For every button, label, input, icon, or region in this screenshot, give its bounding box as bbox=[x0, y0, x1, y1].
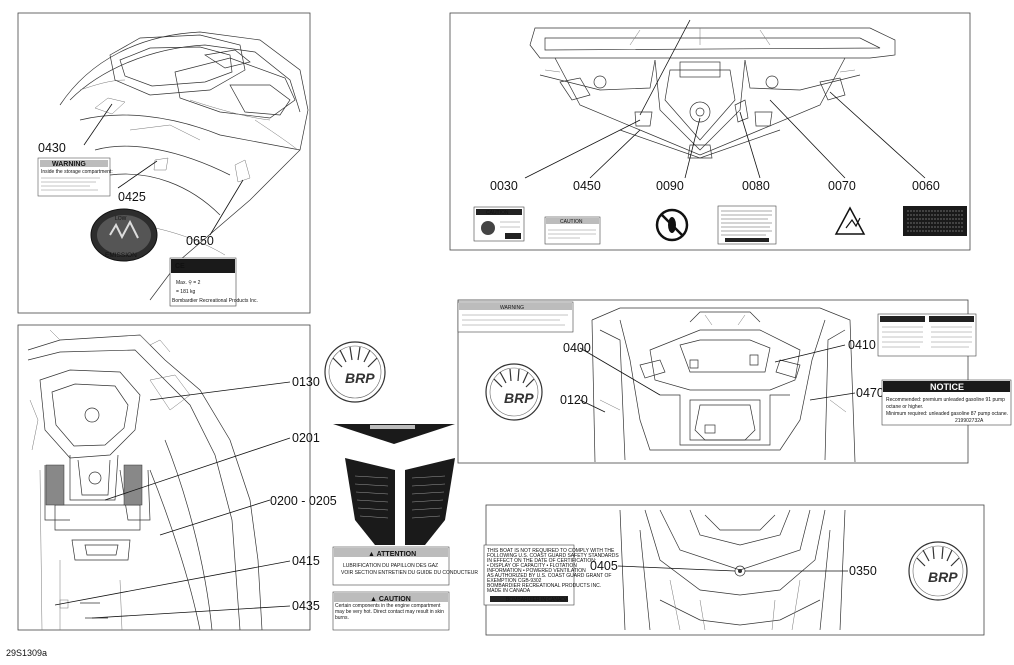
figure-id: 29S1309a bbox=[6, 648, 48, 658]
callout-0435: 0435 bbox=[292, 599, 320, 613]
caution-decal-large: ▲ CAUTION Certain components in the engi… bbox=[332, 591, 450, 631]
watercraft-rear-view-drawing bbox=[529, 27, 896, 159]
callout-0201: 0201 bbox=[292, 431, 320, 445]
warning-storage-text: Inside the storage compartment: bbox=[41, 169, 113, 175]
attention-subtext: VOIR SECTION ENTRETIEN DU GUIDE DU CONDU… bbox=[341, 570, 478, 576]
callout-0425: 0425 bbox=[118, 190, 146, 204]
caution-decal-small: CAUTION bbox=[473, 206, 525, 242]
coast-guard-line-4: • DISPLAY OF CAPACITY • FLOTATION bbox=[487, 563, 577, 569]
callout-0405: 0405 bbox=[590, 559, 618, 573]
specification-decal-dark bbox=[903, 206, 967, 236]
emission-logo-top: LOW bbox=[115, 216, 127, 222]
callout-0200-0205: 0200 - 0205 bbox=[270, 494, 337, 508]
warning-decal-triangle-top bbox=[333, 424, 455, 444]
warning-decal-long: WARNING bbox=[457, 301, 574, 333]
caution-decal-hot: CAUTION bbox=[544, 216, 601, 245]
ce-max-load: = 181 kg bbox=[176, 289, 196, 295]
coast-guard-line-7: EXEMPTION CGB-9302 bbox=[487, 578, 542, 584]
brp-logo-text-3: BRP bbox=[928, 569, 958, 585]
caution-large-title: ▲ CAUTION bbox=[370, 596, 411, 603]
warning-title: WARNING bbox=[52, 161, 86, 168]
us-coast-guard-decal: THIS BOAT IS NOT REQUIRED TO COMPLY WITH… bbox=[483, 544, 619, 606]
caution-decal-small-title: CAUTION bbox=[486, 210, 509, 216]
callout-0410: 0410 bbox=[848, 338, 876, 352]
callout-0030: 0030 bbox=[490, 179, 518, 193]
coast-guard-line-5: INFORMATION • POWERED VENTILATION bbox=[487, 568, 586, 574]
ce-footer: Bombardier Recreational Products Inc. bbox=[172, 298, 258, 304]
brp-logo-decal-3: BRP bbox=[908, 541, 968, 601]
svg-text:Max. ⚲ = 2: Max. ⚲ = 2 bbox=[176, 280, 201, 286]
warning-decal-side-left bbox=[345, 458, 395, 545]
panel-top-left: 0430 0425 0650 WARNING Inside the storag… bbox=[17, 12, 311, 314]
callout-0090: 0090 bbox=[656, 179, 684, 193]
panel-bottom-left: 0130 0201 0200 - 0205 0415 0435 bbox=[17, 324, 337, 631]
callout-0415: 0415 bbox=[292, 554, 320, 568]
attention-text: LUBRIFICATION DU PAPILLON DES GAZ bbox=[343, 563, 438, 569]
callout-0350: 0350 bbox=[849, 564, 877, 578]
brp-logo-decal-1: BRP bbox=[324, 341, 386, 403]
panel-top-right: 0030 0450 0090 0080 0070 0060 CAUTION CA… bbox=[449, 12, 971, 251]
callout-0130: 0130 bbox=[292, 375, 320, 389]
ce-capacity-decal: CE Max. ⚲ = 2 = 181 kg Bombardier Recrea… bbox=[169, 257, 258, 307]
callout-0650: 0650 bbox=[186, 234, 214, 248]
coast-guard-line-3: IN EFFECT ON THE DATE OF CERTIFICATION: bbox=[487, 558, 596, 564]
attention-decal: ▲ ATTENTION LUBRIFICATION DU PAPILLON DE… bbox=[332, 546, 478, 586]
attention-title-text: ATTENTION bbox=[377, 551, 417, 558]
callout-0450: 0450 bbox=[573, 179, 601, 193]
coast-guard-line-8: BOMBARDIER RECREATIONAL PRODUCTS INC. bbox=[487, 583, 601, 589]
ce-mark: CE bbox=[175, 263, 185, 270]
callout-0080: 0080 bbox=[742, 179, 770, 193]
low-emission-logo: LOW EMISSION bbox=[90, 208, 158, 262]
callout-0470: 0470 bbox=[856, 386, 884, 400]
notice-code: 219902732A bbox=[955, 418, 984, 424]
callout-0400: 0400 bbox=[563, 341, 591, 355]
emission-logo-text: EMISSION bbox=[105, 252, 137, 259]
coast-guard-line-6: AS AUTHORIZED BY U.S. COAST GUARD GRANT … bbox=[487, 573, 611, 579]
brp-logo-decal-2: BRP bbox=[485, 363, 543, 421]
watercraft-rear-storage-drawing bbox=[27, 329, 263, 631]
watercraft-side-view-drawing bbox=[59, 31, 309, 301]
warning-decal-bilingual bbox=[877, 313, 977, 357]
caution-hot-title: CAUTION bbox=[560, 219, 583, 225]
notice-fuel-decal: NOTICE Recommended: premium unleaded gas… bbox=[881, 379, 1012, 426]
hot-surface-warning-icon bbox=[834, 206, 866, 235]
brp-logo-text-1: BRP bbox=[345, 370, 375, 386]
notice-line-1: Recommended: premium unleaded gasoline 9… bbox=[886, 397, 1005, 403]
notice-line-3: Minimum required: unleaded gasoline 87 p… bbox=[886, 411, 1008, 417]
caution-large-title-text: CAUTION bbox=[379, 596, 411, 603]
coast-guard-line-9: MADE IN CANADA bbox=[487, 588, 531, 594]
panel-bottom-right: 0405 0350 THIS BOAT IS NOT REQUIRED TO C… bbox=[483, 504, 985, 636]
watercraft-front-storage-drawing bbox=[591, 307, 856, 463]
warning-decal-side-right bbox=[405, 458, 455, 545]
notice-title: NOTICE bbox=[930, 382, 964, 392]
callout-0430: 0430 bbox=[38, 141, 66, 155]
callout-0070: 0070 bbox=[828, 179, 856, 193]
no-step-icon bbox=[655, 208, 689, 242]
caution-large-text: Certain components in the engine compart… bbox=[335, 603, 444, 621]
brp-logo-text-2: BRP bbox=[504, 390, 534, 406]
warning-long-title: WARNING bbox=[500, 305, 524, 311]
coast-guard-line-1: THIS BOAT IS NOT REQUIRED TO COMPLY WITH… bbox=[487, 548, 615, 554]
us-coast-guard-decal-top bbox=[717, 205, 777, 245]
callout-0120: 0120 bbox=[560, 393, 588, 407]
attention-title: ▲ ATTENTION bbox=[368, 551, 416, 558]
callout-0060: 0060 bbox=[912, 179, 940, 193]
watercraft-top-deck-drawing bbox=[619, 509, 846, 631]
coast-guard-footer: BOMBARDIER IN CANADA bbox=[506, 597, 569, 603]
warning-decal: WARNING Inside the storage compartment: bbox=[37, 157, 113, 197]
notice-line-2: octane or higher. bbox=[886, 404, 923, 410]
coast-guard-line-2: FOLLOWING U.S. COAST GUARD SAFETY STANDA… bbox=[487, 553, 619, 559]
